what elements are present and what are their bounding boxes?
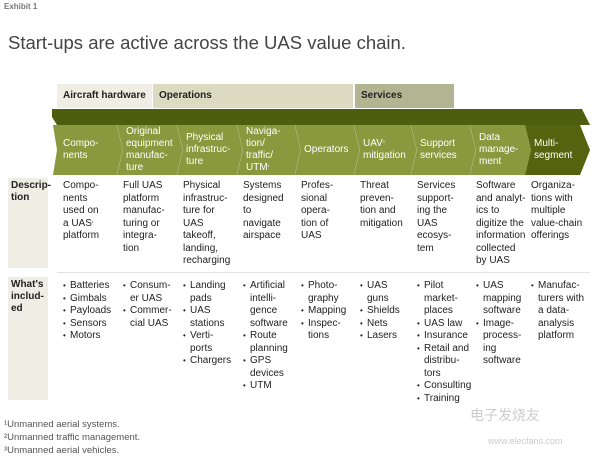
included-cell: Consum-er UASCommer-cial UAS bbox=[117, 280, 181, 330]
category-services: Services bbox=[355, 84, 454, 108]
arrow-band bbox=[52, 109, 590, 125]
watermark-url: www.elecfans.com bbox=[488, 436, 563, 446]
list-item: Batteries bbox=[63, 280, 121, 293]
chevron-segment bbox=[117, 125, 183, 175]
footnote-3: ³Unmanned aerial vehicles. bbox=[4, 445, 120, 456]
included-cell: Artificialintelli-gencesoftwareRouteplan… bbox=[237, 280, 299, 393]
list-item: Motors bbox=[63, 330, 121, 343]
category-aircraft-hardware: Aircraft hardware bbox=[57, 84, 152, 108]
row-label-text: What's includ- ed bbox=[11, 279, 44, 314]
chevron-label-text: Multi-segment bbox=[534, 138, 573, 161]
list-item: Lasers bbox=[360, 330, 415, 343]
list-item: Insurance bbox=[417, 330, 474, 343]
chevron-segment bbox=[525, 125, 590, 175]
list-item: Inspec-tions bbox=[301, 318, 358, 343]
chevron-segment bbox=[470, 125, 531, 175]
row-label-description: Descrip- tion bbox=[8, 178, 52, 268]
category-operations: Operations bbox=[153, 84, 353, 108]
value-chain-arrow bbox=[52, 109, 590, 176]
category-label: Services bbox=[361, 90, 403, 101]
included-cell: Photo-graphyMappingInspec-tions bbox=[295, 280, 358, 343]
list-item: Mapping bbox=[301, 305, 358, 318]
list-item: Training bbox=[417, 393, 474, 406]
chevron-segment bbox=[53, 125, 123, 175]
included-cell: BatteriesGimbalsPayloadsSensorsMotors bbox=[57, 280, 121, 343]
chevron-label-text: Operators bbox=[304, 144, 349, 155]
category-label: Aircraft hardware bbox=[63, 90, 146, 101]
page-title: Start-ups are active across the UAS valu… bbox=[8, 32, 406, 53]
included-cell: LandingpadsUASstationsVerti-portsCharger… bbox=[177, 280, 241, 368]
exhibit-label: Exhibit 1 bbox=[4, 2, 38, 11]
list-item: Consulting bbox=[417, 380, 474, 393]
list-item: Verti-ports bbox=[183, 330, 241, 355]
row-label-included: What's includ- ed bbox=[8, 277, 48, 400]
watermark-logo: 电子发烧友 bbox=[470, 407, 540, 423]
chevron-segment bbox=[237, 125, 301, 175]
chevron-label: Compo-nents bbox=[57, 125, 117, 175]
list-item: Consum-er UAS bbox=[123, 280, 181, 305]
chevron-label: Multi-segment bbox=[528, 125, 593, 175]
footnote-1: ¹Unmanned aerial systems. bbox=[4, 419, 120, 430]
footnote-2: ²Unmanned traffic management. bbox=[4, 432, 141, 443]
list-item: Sensors bbox=[63, 318, 121, 331]
divider bbox=[57, 272, 590, 273]
chevron-segment bbox=[295, 125, 360, 175]
category-label: Operations bbox=[159, 90, 212, 101]
chevron-segment bbox=[354, 125, 417, 175]
chevron-label-text: Naviga-tion/traffic/UTM² bbox=[246, 126, 281, 173]
chevron-label-text: Compo-nents bbox=[63, 138, 99, 161]
list-item: UTM bbox=[243, 380, 299, 393]
list-item: Commer-cial UAS bbox=[123, 305, 181, 330]
list-item: Gimbals bbox=[63, 293, 121, 306]
included-cell: UASmappingsoftwareImage-process-ingsoftw… bbox=[470, 280, 529, 368]
chevron-label: Naviga-tion/traffic/UTM² bbox=[240, 125, 298, 175]
chevron-label: Operators bbox=[298, 125, 357, 175]
list-item: Nets bbox=[360, 318, 415, 331]
chevron-segment bbox=[177, 125, 243, 175]
list-item: Chargers bbox=[183, 355, 241, 368]
list-item: Payloads bbox=[63, 305, 121, 318]
list-item: UAS law bbox=[417, 318, 474, 331]
chevron-segment bbox=[411, 125, 476, 175]
list-item: Photo-graphy bbox=[301, 280, 358, 305]
included-cell: UASgunsShieldsNetsLasers bbox=[354, 280, 415, 343]
list-item: Shields bbox=[360, 305, 415, 318]
row-label-text: Descrip- tion bbox=[11, 180, 52, 203]
